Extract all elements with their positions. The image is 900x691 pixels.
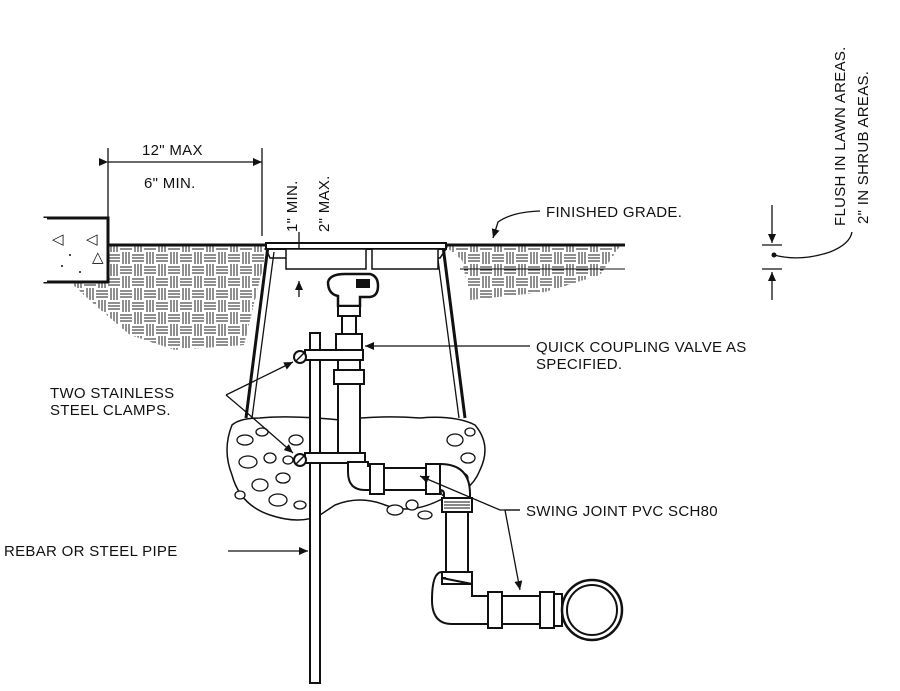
- clamps-label-line2: STEEL CLAMPS.: [50, 402, 171, 419]
- concrete-edge: ◁ ◁ △: [43, 216, 110, 284]
- svg-text:◁: ◁: [86, 231, 98, 248]
- lower-clamp: [293, 452, 366, 467]
- svg-text:△: △: [92, 249, 104, 266]
- finished-grade-label: FINISHED GRADE.: [546, 204, 682, 221]
- clamps-label-line1: TWO STAINLESS: [50, 385, 174, 402]
- min-depth-label: 1" MIN.: [284, 180, 301, 232]
- offset-dimension: [99, 148, 263, 236]
- rebar-stake: [309, 332, 321, 684]
- flush-dimension: [762, 205, 853, 300]
- flush-lawn-label: FLUSH IN LAWN AREAS.: [832, 46, 849, 226]
- soil-right: [445, 246, 620, 300]
- valve-box: [244, 242, 467, 419]
- swing-joint: [347, 461, 624, 642]
- shrub-label: 2" IN SHRUB AREAS.: [855, 71, 872, 224]
- max-depth-label: 2" MAX.: [316, 175, 333, 232]
- svg-text:◁: ◁: [52, 231, 64, 248]
- qcv-label-line1: QUICK COUPLING VALVE AS: [536, 339, 747, 356]
- min-offset-label: 6" MIN.: [144, 175, 196, 192]
- rebar-label: REBAR OR STEEL PIPE: [4, 543, 178, 560]
- max-offset-label: 12" MAX: [142, 142, 203, 159]
- upper-clamp: [293, 349, 364, 364]
- qcv-label-line2: SPECIFIED.: [536, 356, 622, 373]
- swing-joint-label: SWING JOINT PVC SCH80: [526, 503, 718, 520]
- soil-left: [70, 246, 268, 350]
- callout-leaders: [225, 210, 541, 591]
